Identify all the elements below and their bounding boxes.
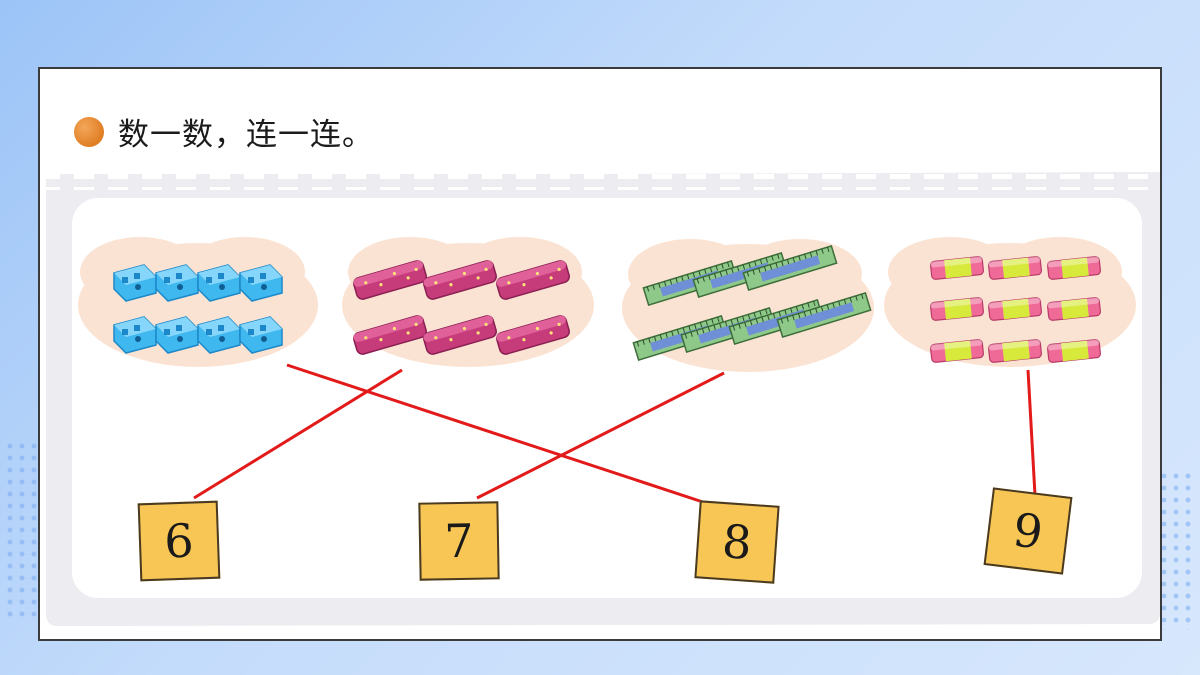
pencil-case-icon [496, 315, 570, 355]
connection-lines [193, 363, 1037, 507]
pencil-case-icon [353, 260, 427, 300]
pencil-sharpener-group [113, 264, 283, 354]
eraser-icon [1046, 256, 1102, 280]
pencil-case-icon [353, 315, 427, 355]
eraser-icon [929, 256, 985, 280]
pencil-sharpener-icon [113, 316, 157, 354]
eraser-icon [1046, 339, 1102, 363]
page-title: 数一数，连一连。 [118, 117, 374, 153]
pencil-sharpener-icon [155, 316, 199, 354]
pencil-sharpener-icon [239, 316, 283, 354]
pencil-case-icon [423, 315, 497, 355]
pencil-case-icon [423, 260, 497, 300]
group-cloud-sharpeners [78, 237, 318, 367]
line-rulers-to-7[interactable] [476, 371, 725, 500]
eraser-icon [929, 297, 985, 321]
pencil-case-icon [496, 260, 570, 300]
eraser-group [929, 256, 1102, 363]
eraser-icon [987, 297, 1043, 321]
ruler-icon [776, 292, 872, 338]
pencil-sharpener-icon [239, 264, 283, 302]
line-sharpeners-to-8[interactable] [286, 363, 713, 507]
number-card-8[interactable]: 8 [694, 500, 780, 584]
eraser-icon [929, 339, 985, 363]
pencil-sharpener-icon [113, 264, 157, 302]
pencil-sharpener-icon [197, 264, 241, 302]
number-card-9[interactable]: 9 [983, 487, 1073, 575]
pencil-sharpener-icon [197, 316, 241, 354]
line-cases-to-6[interactable] [193, 368, 403, 500]
ruler-icon [742, 245, 838, 291]
pencil-sharpener-icon [155, 264, 199, 302]
background-dots-right [1158, 470, 1194, 630]
eraser-icon [1046, 297, 1102, 321]
orange-bullet-icon [74, 116, 104, 147]
line-erasers-to-9[interactable] [1026, 369, 1037, 496]
eraser-icon [987, 256, 1043, 280]
pencil-case-group [353, 260, 570, 355]
number-card-7[interactable]: 7 [418, 501, 500, 581]
notebook-paper [46, 172, 1160, 626]
number-card-6[interactable]: 6 [137, 500, 221, 582]
title-row: 数一数，连一连。 [74, 109, 374, 154]
ruler-group [632, 245, 872, 361]
eraser-icon [987, 339, 1043, 363]
